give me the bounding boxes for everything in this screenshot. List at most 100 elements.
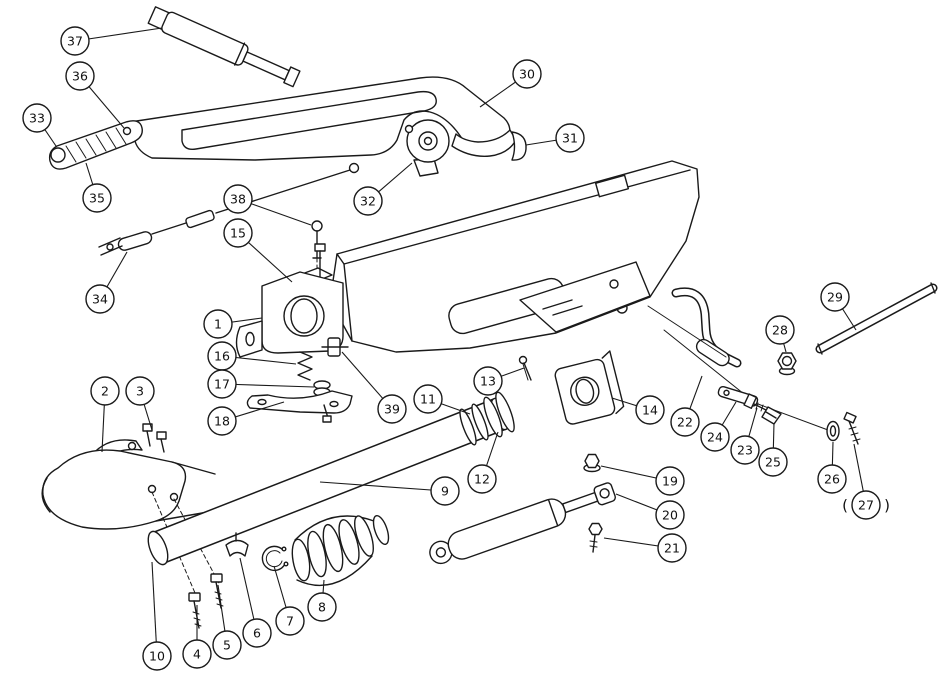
callout-label-13: 13 [480, 373, 496, 388]
lever-pivot-drawing [404, 119, 450, 177]
callout-11: 11 [413, 384, 471, 415]
callout-15: 15 [223, 218, 293, 283]
snap-ring-drawing [261, 545, 289, 571]
callout-label-9: 9 [441, 483, 449, 498]
callout-18: 18 [207, 401, 285, 436]
callout-circle-30 [512, 59, 542, 89]
callout-label-25: 25 [765, 454, 781, 469]
callout-27: 27 () [842, 443, 890, 520]
clamp-rings-drawing [459, 391, 515, 446]
callout-label-34: 34 [92, 291, 108, 306]
callout-label-14: 14 [642, 402, 658, 417]
callout-25: 25 [758, 422, 788, 477]
callout-1: 1 [203, 309, 263, 339]
callout-circle-15 [223, 218, 253, 248]
callout-circle-23 [730, 435, 760, 465]
callout-paren-27: ) [884, 497, 890, 515]
callout-23: 23 [730, 407, 760, 465]
callout-circle-19 [655, 466, 685, 496]
callout-31: 31 [525, 123, 585, 153]
callout-label-24: 24 [707, 429, 723, 444]
callout-label-8: 8 [318, 599, 326, 614]
callout-circle-13 [473, 366, 503, 396]
callout-22: 22 [670, 375, 703, 437]
bolt-21-drawing [588, 522, 603, 553]
callout-circle-3 [125, 376, 155, 406]
leader-line-17 [221, 383, 315, 388]
callout-label-2: 2 [101, 383, 109, 398]
callout-circle-25 [758, 447, 788, 477]
callout-label-6: 6 [253, 625, 261, 640]
callout-7: 7 [273, 565, 305, 636]
callout-label-16: 16 [214, 348, 230, 363]
callout-label-22: 22 [677, 414, 693, 429]
callout-circle-17 [207, 369, 237, 399]
callout-label-11: 11 [420, 391, 436, 406]
screw-27-drawing [843, 411, 861, 445]
callout-label-26: 26 [824, 471, 840, 486]
callout-label-32: 32 [360, 193, 376, 208]
callout-26: 26 [817, 441, 847, 494]
callout-paren-27: ( [842, 497, 848, 515]
callout-8: 8 [307, 579, 337, 622]
callout-label-37: 37 [67, 33, 83, 48]
callout-circle-22 [670, 407, 700, 437]
callout-circle-4 [182, 639, 212, 669]
nut-19-drawing [583, 453, 601, 473]
brake-cable-drawing [98, 162, 360, 256]
callout-circle-38 [223, 184, 253, 214]
washer-26-drawing [826, 420, 840, 442]
callout-circle-8 [307, 592, 337, 622]
callout-39: 39 [341, 351, 407, 424]
callout-label-31: 31 [562, 130, 578, 145]
callout-label-23: 23 [737, 442, 753, 457]
drawbar-tube-drawing [147, 355, 532, 566]
rod-29-drawing [815, 282, 938, 355]
callout-label-39: 39 [384, 401, 400, 416]
callout-label-30: 30 [519, 66, 535, 81]
callout-circle-36 [65, 61, 95, 91]
callout-circle-7 [275, 606, 305, 636]
callout-32: 32 [353, 162, 413, 216]
callout-35: 35 [82, 162, 112, 213]
leader-line-9 [319, 481, 446, 492]
callout-circle-37 [60, 26, 90, 56]
callout-14: 14 [611, 395, 665, 425]
callout-label-17: 17 [214, 376, 230, 391]
main-housing-drawing [329, 160, 700, 353]
callout-label-4: 4 [193, 646, 201, 661]
callout-circle-9 [430, 476, 460, 506]
callout-label-33: 33 [29, 110, 45, 125]
callout-20: 20 [615, 493, 685, 530]
bellows-drawing [291, 514, 390, 587]
callout-circle-18 [207, 406, 237, 436]
callout-circle-32 [353, 186, 383, 216]
callout-6: 6 [239, 557, 272, 648]
callout-label-15: 15 [230, 225, 246, 240]
callout-label-28: 28 [772, 322, 788, 337]
callout-label-27: 27 [858, 497, 874, 512]
bolt-4-drawing [188, 592, 202, 629]
callout-circle-6 [242, 618, 272, 648]
handle-drawing [671, 287, 742, 368]
callout-label-20: 20 [662, 507, 678, 522]
front-bracket-drawing [235, 243, 353, 423]
callout-circle-35 [82, 183, 112, 213]
callout-33: 33 [22, 103, 57, 147]
callout-circle-34 [85, 284, 115, 314]
clamp-piece-drawing [225, 532, 249, 557]
callout-24: 24 [700, 401, 737, 452]
callout-circle-28 [765, 315, 795, 345]
bolt-5-drawing [210, 573, 224, 609]
callout-37: 37 [60, 26, 163, 56]
callout-label-10: 10 [149, 648, 165, 663]
callout-circle-14 [635, 395, 665, 425]
callout-2: 2 [90, 376, 120, 453]
callout-label-7: 7 [286, 613, 294, 628]
callout-28: 28 [765, 315, 795, 353]
callout-30: 30 [479, 59, 542, 108]
callout-label-12: 12 [474, 471, 490, 486]
callout-label-35: 35 [89, 190, 105, 205]
